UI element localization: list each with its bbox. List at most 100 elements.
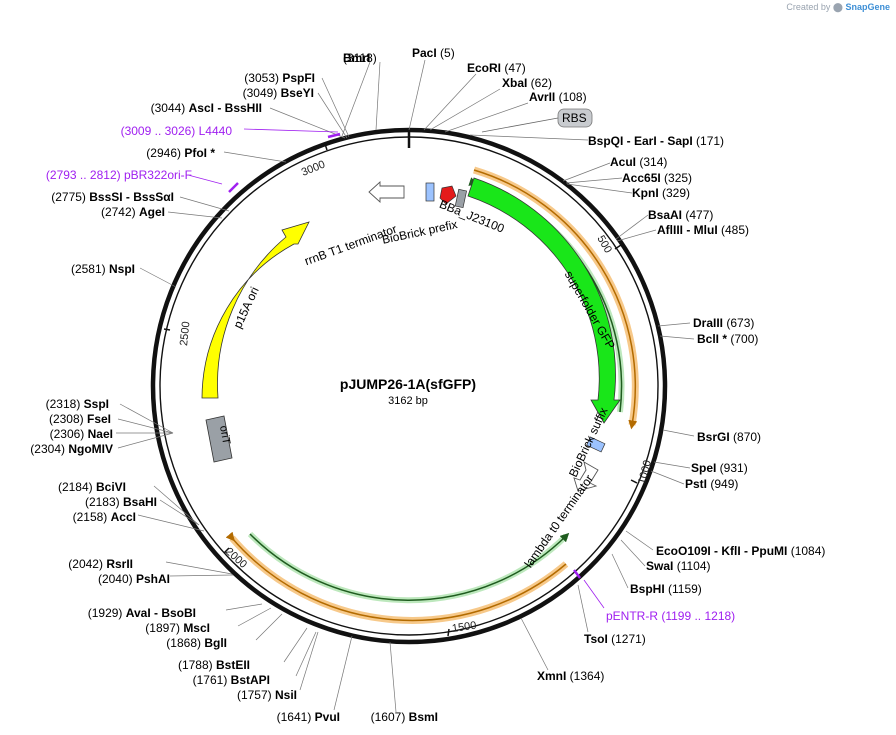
site-label-acui[interactable]: AcuI (314): [610, 155, 667, 169]
site-label-bsahi[interactable]: (2183) BsaHI: [85, 495, 157, 509]
site-position: (1364): [566, 669, 604, 683]
site-label-fsei[interactable]: (2308) FseI: [49, 412, 111, 426]
site-label-bsmi[interactable]: (1607) BsmI: [371, 710, 438, 724]
rrnb-terminator-arrow[interactable]: [368, 180, 405, 204]
site-label-bcivi[interactable]: (2184) BciVI: [58, 480, 126, 494]
site-position: (2304): [30, 442, 68, 456]
site-name: AscI - BssHII: [189, 101, 262, 115]
primer-label-pentrr[interactable]: pENTR-R (1199 .. 1218): [606, 609, 735, 623]
site-name: BglI: [204, 636, 227, 650]
site-label-msci[interactable]: (1897) MscI: [145, 621, 210, 635]
site-position: (2742): [101, 205, 139, 219]
site-name: NgoMIV: [68, 442, 113, 456]
site-label-acc65i[interactable]: Acc65I (325): [622, 171, 692, 185]
primer-leaders: [187, 128, 605, 609]
site-name: BsrGI: [697, 430, 730, 444]
sfgfp-feature-arrow[interactable]: [467, 177, 621, 424]
site-label-bsphi[interactable]: BspHI (1159): [630, 582, 702, 596]
site-label-naei[interactable]: (2306) NaeI: [50, 427, 113, 441]
site-label-pshai[interactable]: (2040) PshAI: [98, 572, 170, 586]
site-label-pfoi[interactable]: (2946) PfoI *: [146, 146, 215, 160]
orange-track-right: [473, 169, 638, 430]
site-name: RsrII: [106, 557, 133, 571]
biobrick-suffix-feature[interactable]: [586, 436, 606, 453]
lambda-t0-terminator-arrow[interactable]: [573, 461, 599, 492]
site-position: (2184): [58, 480, 96, 494]
site-label-ecoo109i[interactable]: EcoO109I - KflI - PpuMI (1084): [656, 544, 825, 558]
site-name: BstEII: [216, 658, 250, 672]
site-label-pvui[interactable]: (1641) PvuI: [277, 710, 340, 724]
site-position: (3049): [243, 86, 281, 100]
site-label-ecori[interactable]: EcoRI (47): [467, 61, 526, 75]
tick-3000-mark: [324, 143, 328, 151]
orit-feature[interactable]: [205, 415, 233, 463]
site-position: (2308): [49, 412, 87, 426]
site-label-bsaai[interactable]: BsaAI (477): [648, 208, 713, 222]
site-label-bstapi[interactable]: (1761) BstAPI: [193, 673, 270, 687]
site-position: (171): [693, 134, 724, 148]
rbs-feature[interactable]: [454, 188, 467, 209]
site-label-bsssi[interactable]: (2775) BssSI - BssSαI: [51, 190, 174, 204]
site-position: (108): [555, 90, 586, 104]
site-position: (2183): [85, 495, 123, 509]
site-position: (5): [437, 46, 455, 60]
site-position: (1761): [193, 673, 231, 687]
site-label-psti[interactable]: PstI (949): [685, 477, 738, 491]
site-label-bspqi[interactable]: BspQI - EarI - SapI (171): [588, 134, 724, 148]
site-label-bgli[interactable]: (1868) BglI: [166, 636, 227, 650]
site-label-agei[interactable]: (2742) AgeI: [101, 205, 165, 219]
orange-track-bottom: [225, 531, 567, 622]
primer-label-l4440[interactable]: (3009 .. 3026) L4440: [121, 124, 233, 138]
site-label-xbai[interactable]: XbaI (62): [502, 76, 552, 90]
site-position: (329): [659, 186, 690, 200]
site-label-bseyi[interactable]: (3049) BseYI: [243, 86, 314, 100]
site-name: NaeI: [88, 427, 113, 441]
site-position: (700): [727, 332, 758, 346]
site-position: (1159): [665, 582, 702, 596]
site-label-nsii[interactable]: (1757) NsiI: [237, 688, 297, 702]
tick-2500: 2500: [178, 321, 192, 347]
site-name: SpeI: [691, 461, 716, 475]
site-position: (1757): [237, 688, 275, 702]
site-label-avrii[interactable]: AvrII (108): [529, 90, 587, 104]
site-label-rsrii[interactable]: (2042) RsrII: [68, 557, 133, 571]
site-label-xmni[interactable]: XmnI (1364): [537, 669, 604, 683]
site-position: (1084): [787, 544, 825, 558]
snapgene-credit: Created by ⬤ SnapGene: [786, 2, 890, 13]
site-name: AvaI - BsoBI: [126, 606, 196, 620]
site-name: PshAI: [136, 572, 170, 586]
site-name: FseI: [87, 412, 111, 426]
site-name: BseYI: [281, 86, 314, 100]
site-label-afliii[interactable]: AflIII - MluI (485): [657, 223, 749, 237]
site-label-spei[interactable]: SpeI (931): [691, 461, 748, 475]
site-name: PspFI: [282, 71, 315, 85]
site-label-acci[interactable]: (2158) AccI: [73, 510, 136, 524]
site-name: SspI: [84, 397, 109, 411]
p15a-ori-arrow[interactable]: [201, 221, 310, 399]
site-label-asci[interactable]: (3044) AscI - BssHII: [151, 101, 262, 115]
lambda-t0-label: lambda t0 terminator: [521, 472, 596, 570]
site-label-pspfi[interactable]: (3053) PspFI: [244, 71, 315, 85]
site-label-bsrgi[interactable]: BsrGI (870): [697, 430, 761, 444]
snapgene-brand: SnapGene: [845, 2, 890, 12]
site-name: XbaI: [502, 76, 527, 90]
plasmid-length: 3162 bp: [388, 395, 428, 407]
site-label-swai[interactable]: SwaI (1104): [646, 559, 711, 573]
rbs-leader: [481, 117, 559, 133]
site-label-kpni[interactable]: KpnI (329): [632, 186, 690, 200]
site-position: (2318): [46, 397, 84, 411]
site-label-tsoi[interactable]: TsoI (1271): [584, 632, 646, 646]
site-label-sspi[interactable]: (2318) SspI: [46, 397, 109, 411]
site-label-draiii[interactable]: DraIII (673): [693, 316, 754, 330]
site-label-avai[interactable]: (1929) AvaI - BsoBI: [88, 606, 196, 620]
bba-j23100-promoter[interactable]: [439, 185, 457, 205]
site-label-nspi[interactable]: (2581) NspI: [71, 262, 135, 276]
site-bmri: (3118): [343, 51, 377, 65]
site-label-paci[interactable]: PacI (5): [412, 46, 455, 60]
biobrick-prefix-feature[interactable]: [425, 182, 435, 202]
site-label-bcli[interactable]: BclI * (700): [697, 332, 758, 346]
site-name: BsmI: [409, 710, 438, 724]
site-label-ngomiv[interactable]: (2304) NgoMIV: [30, 442, 113, 456]
primer-label-pbr322orif[interactable]: (2793 .. 2812) pBR322ori-F: [46, 168, 192, 182]
site-label-bsteii[interactable]: (1788) BstEII: [178, 658, 250, 672]
